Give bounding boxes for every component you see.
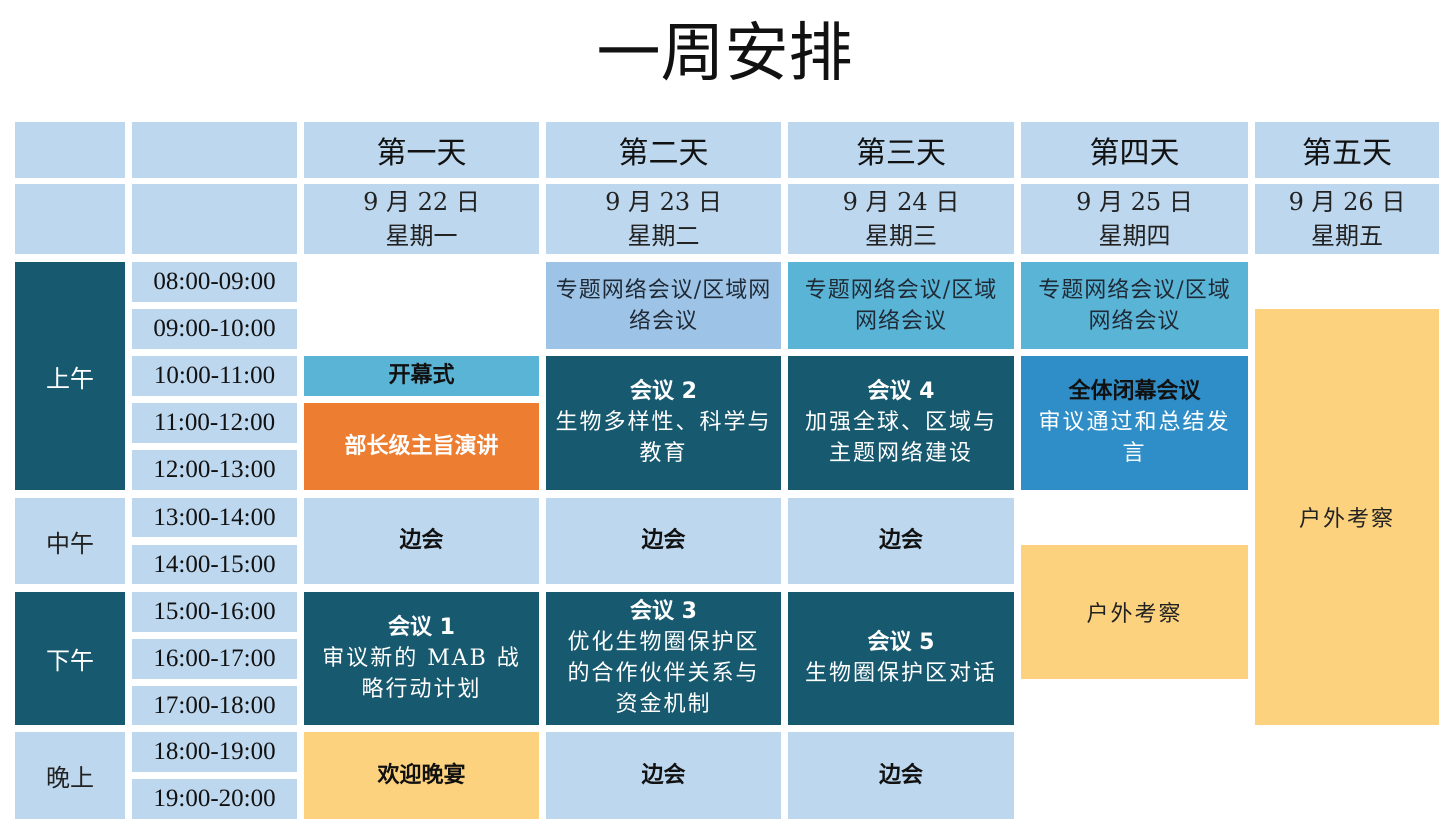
- event-side-day2-evening: 边会: [546, 732, 781, 819]
- event-network-day4: 专题网络会议/区域网络会议: [1021, 262, 1248, 349]
- weekday-text: 星期三: [865, 222, 937, 250]
- time-slot-9: 16:00-17:00: [132, 639, 297, 679]
- event-opening: 开幕式: [304, 356, 539, 396]
- time-slot-3: 10:00-11:00: [132, 356, 297, 396]
- date-cell-2: 9 月 23 日 星期二: [546, 184, 781, 254]
- day-header-1: 第一天: [304, 122, 539, 178]
- session-desc: 加强全球、区域与主题网络建设: [804, 410, 997, 466]
- date-cell-1: 9 月 22 日 星期一: [304, 184, 539, 254]
- weekday-text: 星期一: [385, 222, 458, 250]
- time-slot-6: 13:00-14:00: [132, 498, 297, 537]
- day-header-4: 第四天: [1021, 122, 1248, 178]
- header-corner-2: [132, 122, 297, 178]
- event-field-trip-day4: 户外考察: [1021, 545, 1248, 679]
- event-side-day1: 边会: [304, 498, 539, 584]
- date-corner-2: [132, 184, 297, 254]
- time-slot-4: 11:00-12:00: [132, 403, 297, 443]
- session-title: 会议 1: [388, 614, 455, 640]
- event-closing: 全体闭幕会议 审议通过和总结发言: [1021, 356, 1248, 490]
- time-slot-8: 15:00-16:00: [132, 592, 297, 632]
- session-desc: 生物圈保护区对话: [804, 661, 997, 686]
- session-title: 会议 2: [630, 379, 697, 404]
- session-title: 会议 5: [867, 630, 935, 655]
- day-header-3: 第三天: [788, 122, 1014, 178]
- event-keynote: 部长级主旨演讲: [304, 403, 539, 490]
- date-cell-4: 9 月 25 日 星期四: [1021, 184, 1248, 254]
- event-side-day2: 边会: [546, 498, 781, 584]
- date-text: 9 月 22 日: [363, 188, 480, 216]
- header-corner-1: [15, 122, 125, 178]
- event-session-3: 会议 3 优化生物圈保护区的合作伙伴关系与资金机制: [546, 592, 781, 725]
- date-cell-5: 9 月 26 日 星期五: [1255, 184, 1439, 254]
- session-desc: 审议新的 MAB 战略行动计划: [322, 645, 521, 702]
- date-text: 9 月 24 日: [842, 188, 960, 216]
- time-slot-2: 09:00-10:00: [132, 309, 297, 349]
- event-side-day3-evening: 边会: [788, 732, 1014, 819]
- weekday-text: 星期四: [1098, 222, 1171, 250]
- event-session-2: 会议 2 生物多样性、科学与教育: [546, 356, 781, 490]
- period-afternoon: 下午: [15, 592, 125, 725]
- time-slot-1: 08:00-09:00: [132, 262, 297, 302]
- event-session-4: 会议 4 加强全球、区域与主题网络建设: [788, 356, 1014, 490]
- session-title: 会议 3: [630, 599, 697, 624]
- page-title: 一周安排: [596, 17, 853, 91]
- period-noon: 中午: [15, 498, 125, 584]
- period-morning: 上午: [15, 262, 125, 490]
- time-slot-12: 19:00-20:00: [132, 779, 297, 819]
- date-corner-1: [15, 184, 125, 254]
- period-evening: 晚上: [15, 732, 125, 819]
- weekday-text: 星期五: [1311, 222, 1383, 250]
- event-side-day3: 边会: [788, 498, 1014, 584]
- day-header-2: 第二天: [546, 122, 781, 178]
- event-field-trip-day5: 户外考察: [1255, 309, 1439, 725]
- closing-title: 全体闭幕会议: [1068, 379, 1201, 404]
- date-text: 9 月 23 日: [605, 188, 722, 216]
- closing-desc: 审议通过和总结发言: [1038, 410, 1231, 466]
- weekday-text: 星期二: [627, 222, 700, 250]
- time-slot-10: 17:00-18:00: [132, 686, 297, 725]
- time-slot-11: 18:00-19:00: [132, 732, 297, 772]
- day-header-5: 第五天: [1255, 122, 1439, 178]
- session-desc: 优化生物圈保护区的合作伙伴关系与资金机制: [567, 630, 760, 717]
- event-session-5: 会议 5 生物圈保护区对话: [788, 592, 1014, 725]
- event-network-day3: 专题网络会议/区域网络会议: [788, 262, 1014, 349]
- time-slot-7: 14:00-15:00: [132, 545, 297, 584]
- session-desc: 生物多样性、科学与教育: [555, 410, 772, 466]
- event-session-1: 会议 1 审议新的 MAB 战略行动计划: [304, 592, 539, 725]
- session-title: 会议 4: [867, 379, 935, 404]
- event-network-day2: 专题网络会议/区域网络会议: [546, 262, 781, 349]
- date-cell-3: 9 月 24 日 星期三: [788, 184, 1014, 254]
- time-slot-5: 12:00-13:00: [132, 450, 297, 490]
- event-welcome-dinner: 欢迎晚宴: [304, 732, 539, 819]
- date-text: 9 月 25 日: [1076, 188, 1193, 216]
- date-text: 9 月 26 日: [1288, 188, 1406, 216]
